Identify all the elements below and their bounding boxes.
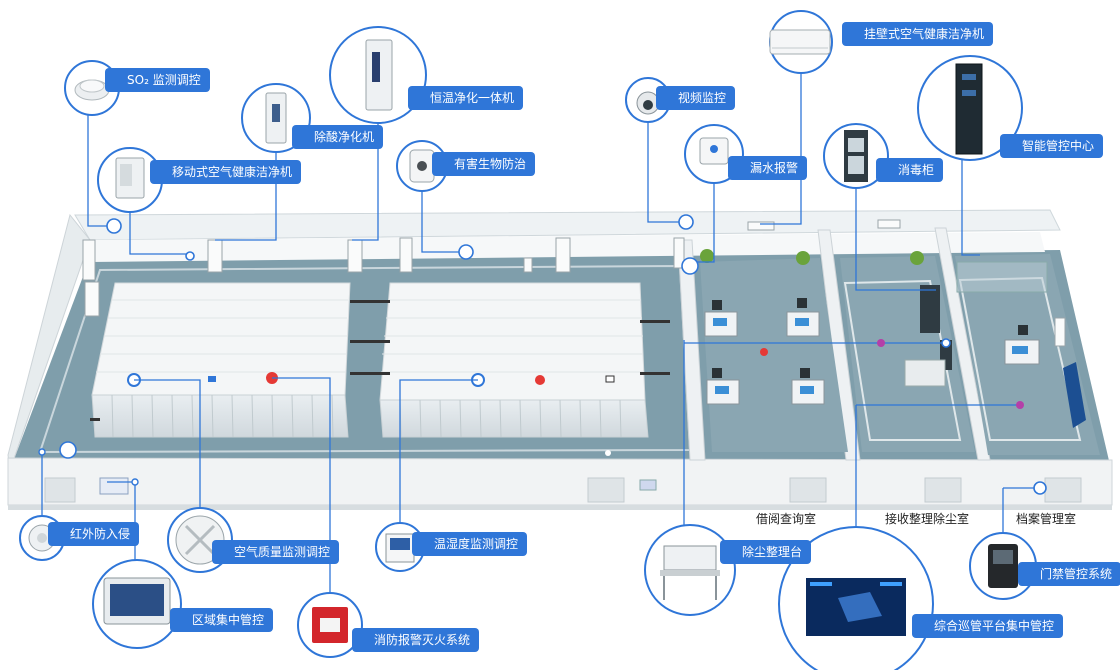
mobile-purifier-icon xyxy=(97,147,163,213)
label-wall-purifier: 挂壁式空气健康洁净机 xyxy=(842,22,994,46)
control-panel-icon xyxy=(92,559,182,649)
label-dust-removal-table: 除尘整理台 xyxy=(720,540,812,564)
room-label-archive: 档案管理室 xyxy=(1016,512,1077,526)
label-acid-purifier: 除酸净化机 xyxy=(292,125,384,149)
label-fire-alarm-system: 消防报警灭火系统 xyxy=(352,628,480,652)
wall-purifier-icon xyxy=(769,10,833,74)
alarm-markers xyxy=(760,339,1024,409)
room-label-receiving: 接收整理除尘室 xyxy=(885,512,970,526)
fire-alarm-icon xyxy=(297,592,363,658)
shelving-right xyxy=(379,282,649,438)
label-joints xyxy=(38,448,139,486)
purifier-cabinet-icon xyxy=(329,26,427,124)
management-dashboard-icon xyxy=(778,526,934,670)
label-mobile-purifier: 移动式空气健康洁净机 xyxy=(150,160,302,184)
shelving-left xyxy=(91,282,351,438)
dust-removal-table-icon xyxy=(644,524,736,616)
label-integrated-platform: 综合巡管平台集中管控 xyxy=(912,614,1064,638)
label-so2-monitoring: SO₂ 监测调控 xyxy=(105,68,210,92)
label-water-leak-alarm: 漏水报警 xyxy=(728,156,808,180)
label-access-control: 门禁管控系统 xyxy=(1018,562,1120,586)
rails xyxy=(90,300,670,421)
label-temp-humidity: 温湿度监测调控 xyxy=(412,532,528,556)
label-smart-control-center: 智能管控中心 xyxy=(1000,134,1104,158)
plants xyxy=(700,249,924,265)
label-video-monitoring: 视频监控 xyxy=(656,86,736,110)
label-zone-control: 区域集中管控 xyxy=(170,608,274,632)
server-rack-icon xyxy=(917,55,1023,161)
hotspot-markers xyxy=(59,214,1047,495)
label-disinfection-cabinet: 消毒柜 xyxy=(876,158,944,182)
label-pest-control: 有害生物防治 xyxy=(432,152,536,176)
label-infrared-intrusion: 红外防入侵 xyxy=(48,522,140,546)
disinfection-cabinet-icon xyxy=(823,123,889,189)
label-air-quality: 空气质量监测调控 xyxy=(212,540,340,564)
room-label-reading: 借阅查询室 xyxy=(756,512,817,526)
wall-equipment xyxy=(82,219,1066,347)
desks xyxy=(704,261,1086,428)
label-constant-temp-purifier: 恒温净化一体机 xyxy=(408,86,524,110)
